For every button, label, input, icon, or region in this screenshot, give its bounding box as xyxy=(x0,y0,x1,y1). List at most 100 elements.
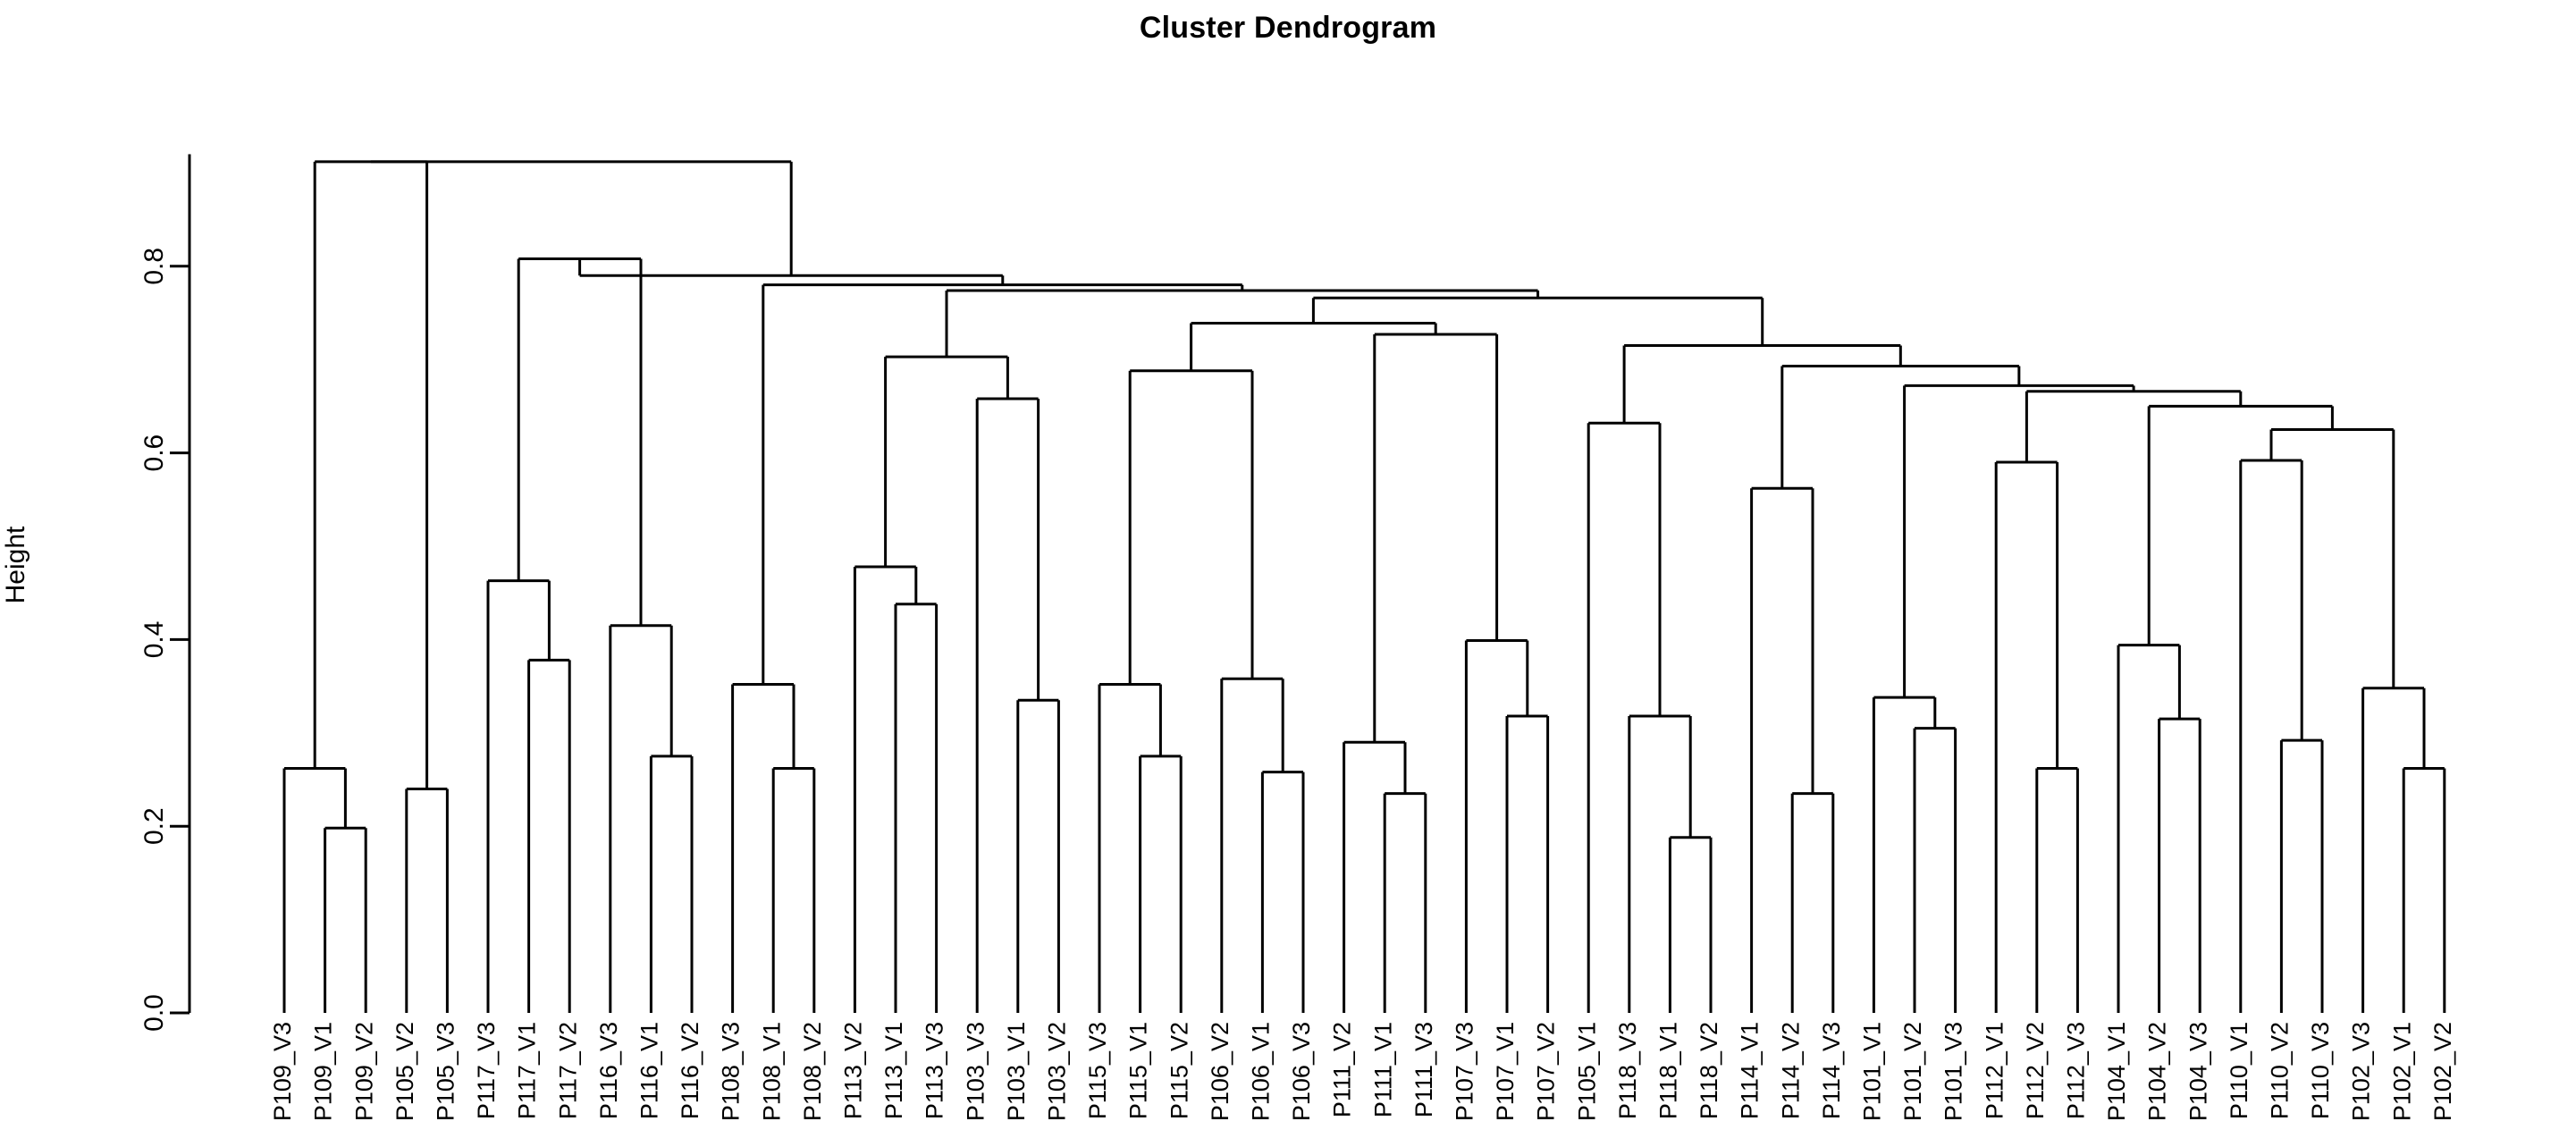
leaf-label: P112_V2 xyxy=(2022,1022,2049,1119)
leaf-label: P115_V2 xyxy=(1166,1022,1192,1119)
leaf-label: P104_V1 xyxy=(2103,1022,2130,1121)
dendrogram-link xyxy=(771,766,816,1013)
leaf-label: P102_V2 xyxy=(2429,1022,2456,1121)
y-axis: 0.00.20.40.60.8 xyxy=(139,154,191,1032)
dendrogram-link xyxy=(1872,696,1937,1013)
leaf-label: P105_V1 xyxy=(1573,1022,1600,1121)
leaf-label: P114_V2 xyxy=(1777,1022,1804,1119)
dendrogram-link xyxy=(2035,766,2079,1013)
dendrogram-link xyxy=(517,257,643,626)
dendrogram-links xyxy=(282,160,2446,1013)
leaf-label: P104_V2 xyxy=(2144,1022,2171,1121)
dendrogram-link xyxy=(1913,727,1957,1013)
dendrogram-link xyxy=(2269,428,2395,688)
leaf-label: P117_V3 xyxy=(473,1022,500,1119)
leaf-label: P116_V1 xyxy=(636,1022,663,1119)
dendrogram-link xyxy=(1311,296,1764,346)
leaf-label: P116_V3 xyxy=(595,1022,622,1119)
leaf-label: P109_V3 xyxy=(269,1022,296,1121)
dendrogram-link xyxy=(282,766,347,1013)
dendrogram-link xyxy=(324,826,367,1013)
leaf-label: P110_V3 xyxy=(2307,1022,2334,1119)
leaf-label: P103_V3 xyxy=(962,1022,989,1121)
leaf-label: P113_V2 xyxy=(840,1022,867,1119)
dendrogram-link xyxy=(1190,321,1437,371)
dendrogram-link xyxy=(527,658,571,1013)
leaf-label: P101_V2 xyxy=(1899,1022,1926,1121)
dendrogram-link xyxy=(1016,698,1060,1013)
dendrogram-link xyxy=(370,160,793,276)
dendrogram-link xyxy=(1587,421,1662,1013)
leaf-label: P101_V3 xyxy=(1940,1022,1967,1121)
dendrogram-link xyxy=(1139,755,1183,1013)
leaf-label: P105_V2 xyxy=(391,1022,418,1121)
leaf-label: P111_V2 xyxy=(1329,1022,1356,1117)
leaf-label: P104_V3 xyxy=(2185,1022,2211,1121)
dendrogram-link xyxy=(2239,459,2303,1013)
leaf-label: P111_V1 xyxy=(1369,1022,1396,1117)
dendrogram-link xyxy=(2279,738,2324,1013)
dendrogram-link xyxy=(2025,390,2243,463)
dendrogram-link xyxy=(2158,717,2201,1013)
leaf-labels: P109_V3 P109_V1 P109_V2 P105_V2 P105_V3 P117_… xyxy=(269,1022,2456,1121)
dendrogram-link xyxy=(1505,714,1550,1013)
dendrogram-link xyxy=(1260,771,1305,1013)
leaf-label: P110_V1 xyxy=(2226,1022,2252,1119)
leaf-label: P105_V3 xyxy=(433,1022,459,1121)
dendrogram-link xyxy=(1464,638,1529,1013)
leaf-label: P113_V1 xyxy=(880,1022,907,1119)
leaf-label: P109_V1 xyxy=(310,1022,337,1121)
dendrogram-link xyxy=(1622,344,1902,424)
leaf-label: P112_V1 xyxy=(1981,1022,2008,1119)
dendrogram-link xyxy=(1373,333,1499,743)
leaf-label: P110_V2 xyxy=(2267,1022,2294,1119)
dendrogram-link xyxy=(894,603,939,1013)
leaf-label: P102_V1 xyxy=(2388,1022,2415,1121)
dendrogram-link xyxy=(1668,836,1713,1013)
y-axis-tick-label: 0.2 xyxy=(139,807,169,845)
dendrogram-link xyxy=(405,787,449,1013)
leaf-label: P117_V1 xyxy=(514,1022,541,1119)
y-axis-tick-label: 0.0 xyxy=(139,994,169,1032)
dendrogram-link xyxy=(762,283,1244,685)
dendrogram-link xyxy=(1994,460,2059,1013)
dendrogram-link xyxy=(2361,687,2426,1013)
leaf-label: P103_V1 xyxy=(1003,1022,1030,1121)
dendrogram-link xyxy=(1383,792,1427,1013)
leaf-label: P109_V2 xyxy=(350,1022,377,1121)
dendrogram-link xyxy=(1220,677,1284,1013)
leaf-label: P115_V1 xyxy=(1125,1022,1152,1119)
leaf-label: P108_V2 xyxy=(799,1022,826,1121)
leaf-label: P102_V3 xyxy=(2348,1022,2375,1121)
leaf-label: P116_V2 xyxy=(677,1022,703,1119)
leaf-label: P103_V2 xyxy=(1044,1022,1071,1121)
dendrogram-link xyxy=(731,683,796,1013)
leaf-label: P111_V3 xyxy=(1410,1022,1437,1117)
y-axis-tick-label: 0.6 xyxy=(139,434,169,472)
dendrogram-link xyxy=(1790,792,1835,1013)
dendrogram-link xyxy=(853,565,918,1013)
leaf-label: P112_V3 xyxy=(2063,1022,2090,1119)
leaf-label: P118_V2 xyxy=(1696,1022,1722,1119)
dendrogram-link xyxy=(649,755,694,1013)
leaf-label: P106_V1 xyxy=(1248,1022,1275,1121)
leaf-label: P106_V2 xyxy=(1207,1022,1233,1121)
dendrogram-link xyxy=(1343,740,1407,1013)
dendrogram-link xyxy=(1098,683,1162,1013)
leaf-label: P101_V1 xyxy=(1859,1022,1886,1121)
leaf-label: P118_V1 xyxy=(1655,1022,1682,1119)
dendrogram-link xyxy=(609,624,673,1013)
dendrogram-link xyxy=(486,579,551,1013)
dendrogram-link xyxy=(2402,766,2446,1013)
leaf-label: P114_V1 xyxy=(1737,1022,1764,1119)
dendrogram-link xyxy=(1128,369,1254,685)
leaf-label: P107_V3 xyxy=(1452,1022,1478,1121)
leaf-label: P107_V2 xyxy=(1533,1022,1560,1121)
dendrogram-link xyxy=(313,160,429,789)
dendrogram-link xyxy=(1903,384,2135,698)
dendrogram-link xyxy=(884,355,1009,567)
leaf-label: P108_V3 xyxy=(718,1022,745,1121)
leaf-label: P108_V1 xyxy=(758,1022,785,1121)
